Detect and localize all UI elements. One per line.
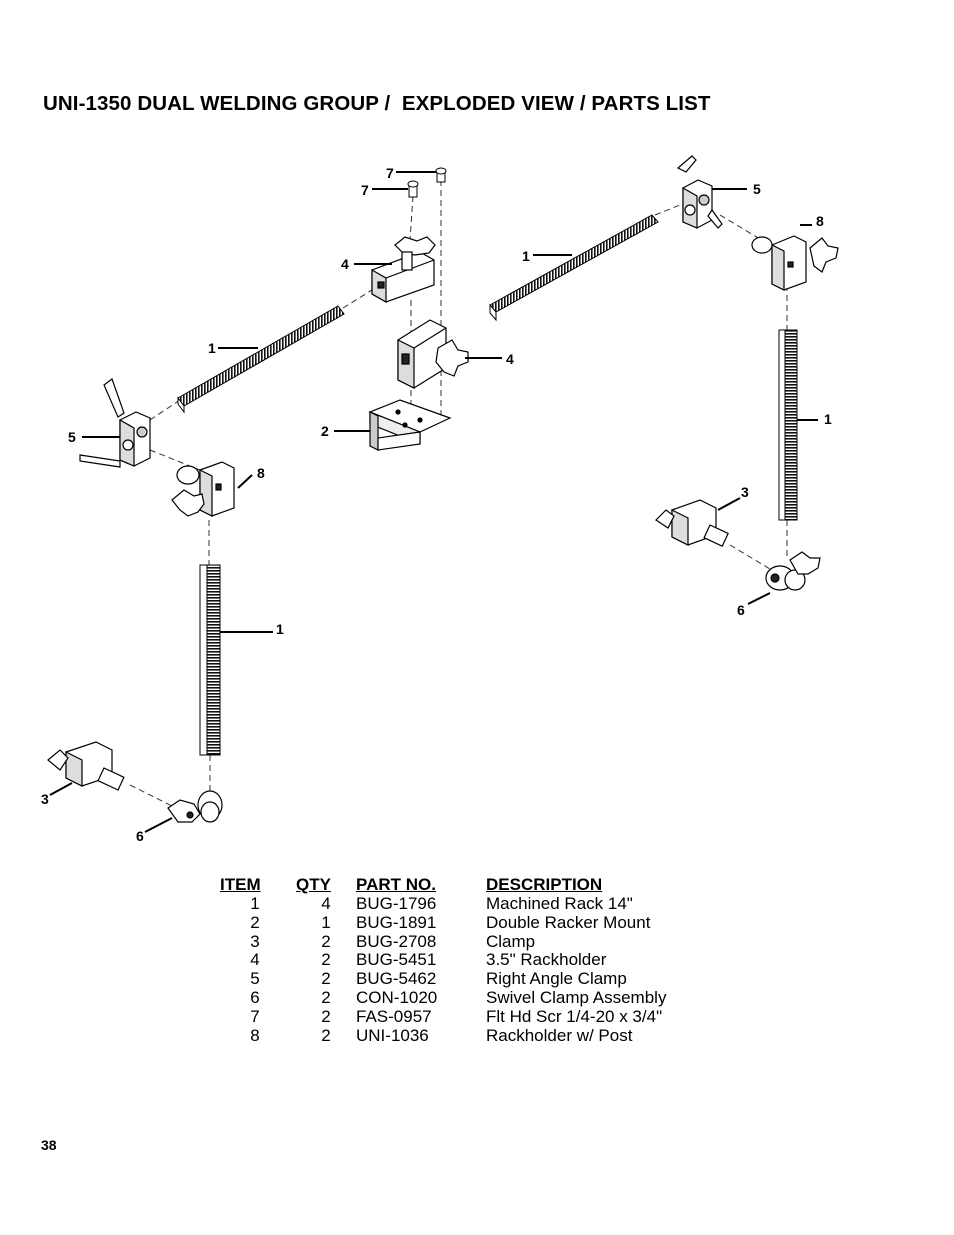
leader-lines [49,171,818,833]
table-row: 5 2 BUG-5462 Right Angle Clamp [214,969,706,989]
cell-part-no: BUG-1891 [356,912,437,932]
cell-qty: 2 [321,969,331,989]
parts-table-header-row: ITEM QTY PART NO. DESCRIPTION [214,875,706,895]
rackholder-top [371,236,436,304]
cell-part-no: BUG-5451 [356,950,437,970]
callout-5-top-right: 5 [753,181,761,197]
cell-part-no: BUG-5462 [356,969,437,989]
callout-6-left: 6 [136,828,144,844]
cell-description: Right Angle Clamp [486,969,627,989]
cell-item: 1 [250,894,260,913]
machined-rack-left [199,564,221,756]
callout-8-left: 8 [257,465,265,481]
callout-7-right: 7 [386,165,394,181]
header-item: ITEM [220,875,261,895]
cell-part-no: UNI-1036 [356,1025,429,1045]
table-row: 6 2 CON-1020 Swivel Clamp Assembly [214,987,706,1008]
swivel-clamp-right [765,551,821,591]
right-angle-clamp-top-right [676,155,723,229]
cell-qty: 2 [321,931,331,951]
callout-1-left: 1 [208,340,216,356]
cell-part-no: CON-1020 [356,987,438,1007]
cell-description: Swivel Clamp Assembly [486,987,667,1007]
callout-1-top: 1 [522,248,530,264]
cell-qty: 2 [321,987,331,1007]
cell-item: 2 [250,912,260,932]
cell-item: 4 [250,950,260,970]
table-row: 3 2 BUG-2708 Clamp [214,931,706,952]
callout-6-right: 6 [737,602,745,618]
cell-item: 6 [250,987,260,1007]
table-row: 4 2 BUG-5451 3.5" Rackholder [214,951,706,970]
table-row: 8 2 UNI-1036 Rackholder w/ Post [214,1025,706,1046]
callout-4-middle: 4 [506,351,514,367]
clamp-left [47,741,125,791]
rackholder-with-post-left [171,461,235,517]
machined-rack-right [778,329,798,521]
callout-1-right: 1 [824,411,832,427]
clamp-right [655,499,729,547]
cell-description: Machined Rack 14" [486,894,633,913]
cell-qty: 2 [321,1006,331,1026]
header-qty: QTY [296,875,331,895]
cell-item: 3 [250,931,260,951]
cell-item: 5 [250,969,260,989]
cell-description: Clamp [486,931,536,951]
machined-rack-top-right [489,214,659,322]
table-row: 1 4 BUG-1796 Machined Rack 14" [214,894,706,914]
cell-qty: 2 [321,950,331,970]
table-row: 7 2 FAS-0957 Flt Hd Scr 1/4-20 x 3/4" [214,1006,706,1027]
cell-qty: 1 [321,912,331,932]
page-number: 38 [41,1137,57,1153]
callout-3-right: 3 [741,484,749,500]
cell-description: 3.5" Rackholder [486,950,607,970]
callout-2: 2 [321,423,329,439]
parts-list-table: ITEM QTY PART NO. DESCRIPTION 1 4 BUG-17… [214,875,706,1046]
header-description: DESCRIPTION [486,875,603,895]
cell-part-no: BUG-1796 [356,894,437,913]
callout-7-left: 7 [361,182,369,198]
right-angle-clamp-left [79,378,151,468]
rackholder-middle [397,319,469,389]
cell-qty: 2 [321,1025,331,1045]
cell-item: 7 [250,1006,260,1026]
cell-part-no: FAS-0957 [356,1006,432,1026]
page-title: UNI-1350 DUAL WELDING GROUP / EXPLODED V… [43,92,711,115]
callout-3-left: 3 [41,791,49,807]
rackholder-with-post-top-right [751,235,839,291]
cell-qty: 4 [321,894,331,913]
machined-rack-top-left [177,305,345,414]
header-part-no: PART NO. [356,875,436,895]
callout-5-left: 5 [68,429,76,445]
cell-description: Flt Hd Scr 1/4-20 x 3/4" [486,1006,663,1026]
callout-1-lower: 1 [276,621,284,637]
flat-head-screw-right [435,167,447,183]
flat-head-screw-left [407,180,419,198]
cell-description: Rackholder w/ Post [486,1025,633,1045]
exploded-view-diagram: 7 7 5 8 1 4 1 4 1 5 2 8 3 1 6 3 6 [41,155,839,844]
double-racker-mount [368,399,452,451]
callout-8-top-right: 8 [816,213,824,229]
swivel-clamp-left [167,790,223,823]
cell-description: Double Racker Mount [486,912,651,932]
cell-part-no: BUG-2708 [356,931,437,951]
callout-4-top: 4 [341,256,349,272]
table-row: 2 1 BUG-1891 Double Racker Mount [214,912,706,933]
cell-item: 8 [250,1025,260,1045]
